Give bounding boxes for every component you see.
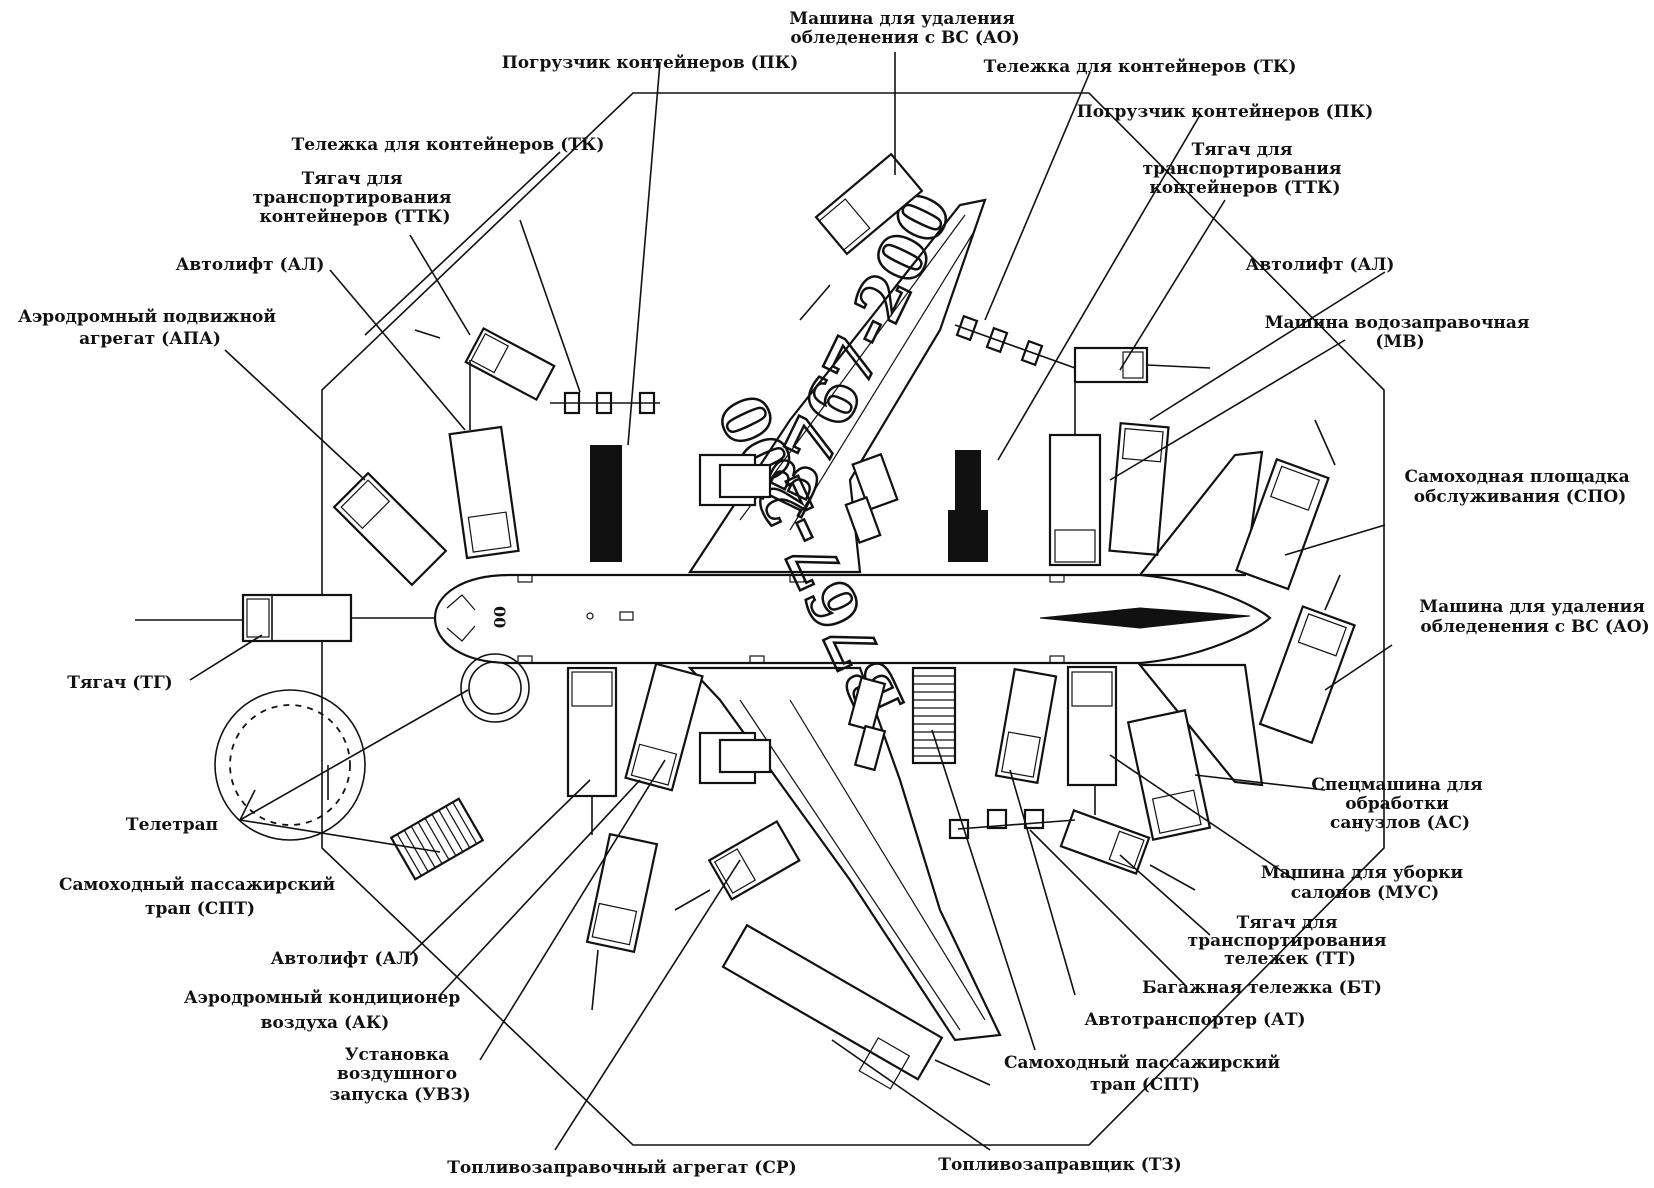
label-al-left: Автолифт (АЛ) (176, 255, 325, 275)
vehicle-tz (721, 923, 991, 1090)
label-at: Автотранспортер (АТ) (1084, 1010, 1305, 1030)
label-ak: Аэродромный кондиционер воздуха (АК) (184, 988, 466, 1033)
vehicle-autolift-left (448, 425, 520, 560)
vehicle-tug-tg (135, 593, 435, 643)
vehicle-mus (1066, 665, 1118, 815)
label-pk-right: Погрузчик контейнеров (ПК) (1077, 102, 1374, 122)
label-tg: Тягач (ТГ) (67, 673, 172, 693)
vehicle-ao-top (799, 152, 924, 321)
label-teletrap: Телетрап (126, 815, 218, 835)
label-mv: Машина водозаправочная (МВ) (1265, 313, 1536, 352)
vehicle-uvz (624, 662, 704, 792)
label-sr: Топливозаправочный агрегат (СР) (447, 1158, 796, 1178)
label-ao-top: Машина для удаления обледенения с ВС (АО… (789, 9, 1020, 48)
apron-octagon (321, 92, 1385, 1146)
label-spt-bottom: Самоходный пассажирский трап (СПТ) (1004, 1053, 1286, 1095)
container-loader-left (590, 445, 622, 562)
vehicle-sr (674, 819, 801, 911)
label-tk-top-left: Тележка для контейнеров (ТК) (292, 135, 605, 155)
label-apa: Аэродромный подвижной агрегат (АПА) (18, 307, 282, 349)
engine-upper (844, 452, 899, 544)
labels: Машина для удаления обледенения с ВС (АО… (18, 9, 1650, 1178)
vehicle-ak (566, 666, 618, 835)
vehicle-ttk-right (1073, 346, 1211, 435)
aircraft-fuselage (433, 573, 1272, 665)
vehicle-apa (332, 471, 448, 587)
vehicle-at (994, 667, 1058, 785)
vehicle-ao-right (1258, 574, 1356, 745)
label-al-bottom: Автолифт (АЛ) (271, 949, 420, 969)
label-tt: Тягач для транспортирования тележек (ТТ) (1188, 913, 1393, 969)
label-uvz: Установка воздушного запуска (УВЗ) (329, 1045, 470, 1105)
vehicle-autolift-right (1108, 421, 1170, 557)
vehicle-spo (1235, 419, 1336, 591)
engine-lower (847, 676, 887, 772)
label-ttk-left: Тягач для транспортирования контейнеров … (253, 169, 458, 227)
jet-bridge (214, 653, 530, 841)
vehicle-al-bottom (585, 832, 659, 1011)
container-trolleys-left (550, 391, 660, 415)
aircraft-nose-mark: 00 (490, 606, 509, 628)
vehicle-mv (1048, 433, 1102, 567)
vehicle-as (1126, 708, 1212, 842)
label-tk-top-right: Тележка для контейнеров (ТК) (984, 57, 1297, 77)
vehicle-upper-wing-root (698, 453, 772, 507)
baggage-trolleys (948, 808, 1076, 840)
label-spo: Самоходная площадка обслуживания (СПО) (1404, 467, 1635, 507)
vehicle-lower-wing-root (698, 731, 772, 785)
label-tz: Топливозаправщик (ТЗ) (938, 1155, 1181, 1175)
label-ao-right: Машина для удаления обледенения с ВС (АО… (1419, 597, 1650, 637)
label-pk-top: Погрузчик контейнеров (ПК) (502, 53, 799, 73)
aircraft-tail-fin (1039, 607, 1251, 629)
aircraft-stabilizer-lower (1137, 663, 1264, 787)
container-loader-right (948, 450, 988, 562)
label-spt-left: Самоходный пассажирский трап (СПТ) (59, 875, 341, 919)
aircraft-b767: 00 B767-200 B767-200 (433, 180, 1272, 1042)
container-trolleys-right (954, 314, 1076, 369)
passenger-stair-bottom (911, 666, 957, 765)
aircraft-stabilizer-upper (1137, 450, 1264, 577)
passenger-stair-left (389, 797, 485, 881)
label-as: Спецмашина для обработки санузлов (АС) (1311, 775, 1488, 833)
vehicle-tt (1059, 809, 1196, 891)
label-mus: Машина для уборки салонов (МУС) (1261, 863, 1469, 903)
label-ttk-right: Тягач для транспортирования контейнеров … (1143, 140, 1348, 198)
vehicle-ttk-left (414, 326, 556, 430)
label-bt: Багажная тележка (БТ) (1142, 978, 1382, 998)
label-al-right: Автолифт (АЛ) (1246, 255, 1395, 275)
leader-lines (189, 52, 1393, 1151)
